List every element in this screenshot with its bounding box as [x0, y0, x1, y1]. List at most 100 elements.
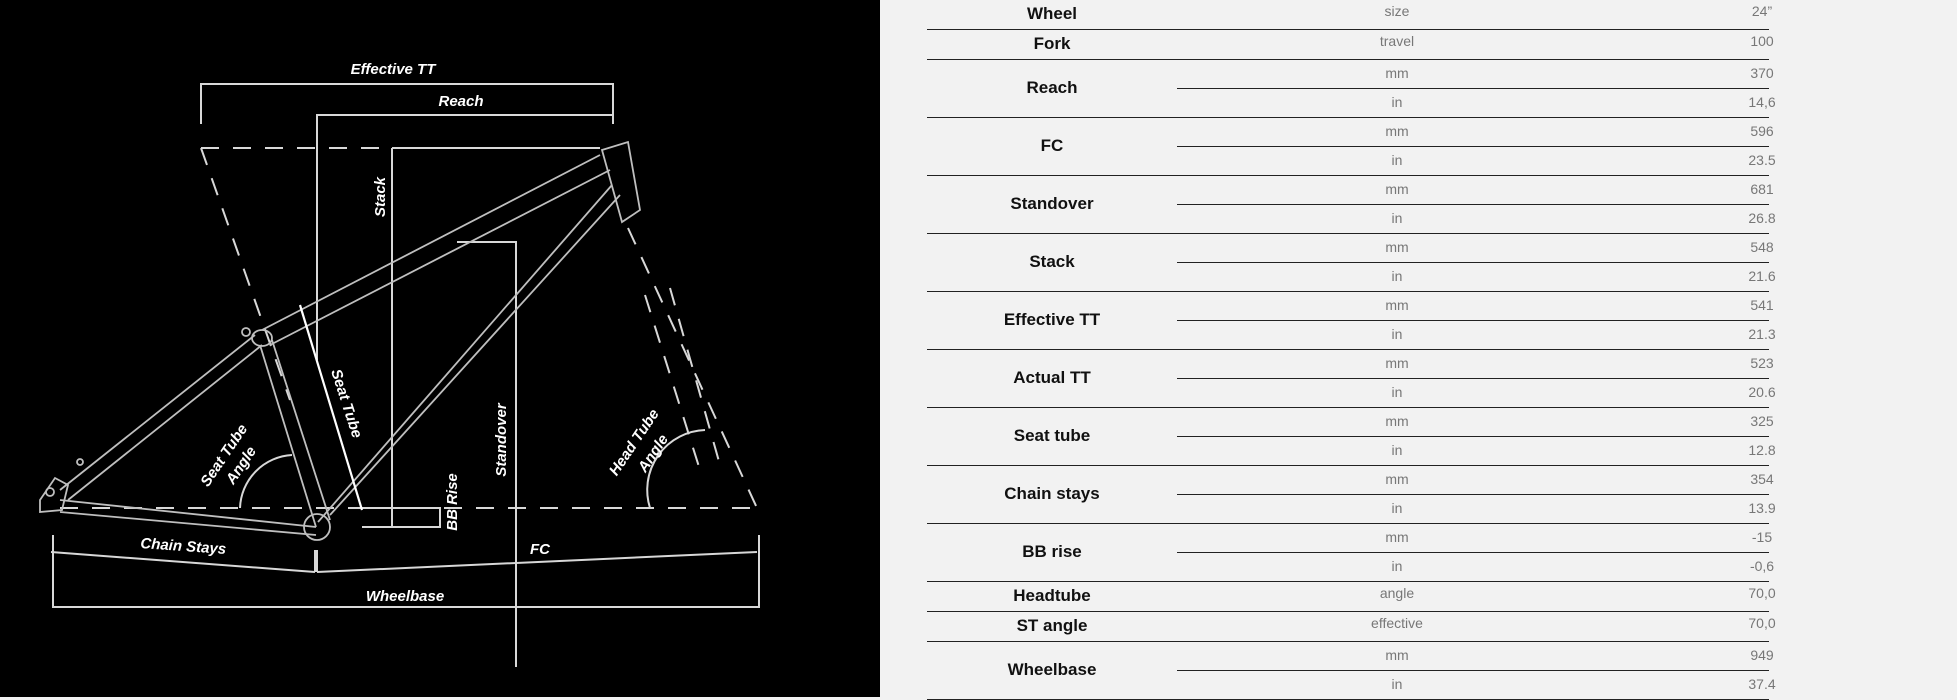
- row-value: 37.4: [1748, 676, 1776, 692]
- row-value: 370: [1750, 65, 1774, 81]
- label-stack: Stack: [372, 176, 389, 217]
- row-label: Reach: [1026, 78, 1078, 97]
- row-unit: in: [1391, 152, 1403, 168]
- top-tube: [261, 154, 601, 331]
- row-value: 100: [1750, 33, 1774, 49]
- table-row: Seat tube mm 325 in 12.8: [927, 408, 1776, 466]
- row-label: BB rise: [1022, 542, 1082, 561]
- chain-stay: [59, 499, 317, 528]
- row-divider: [927, 175, 1769, 176]
- row-label: Headtube: [1013, 586, 1091, 605]
- row-value: 354: [1750, 471, 1774, 487]
- row-unit: in: [1391, 442, 1403, 458]
- row-unit: in: [1391, 558, 1403, 574]
- row-unit: size: [1384, 3, 1410, 19]
- seat-stay: [59, 334, 256, 491]
- label-fc: FC: [530, 541, 551, 558]
- row-value: 949: [1750, 647, 1774, 663]
- label-bb-rise: BB Rise: [444, 473, 461, 531]
- standover-dimension: [457, 241, 517, 667]
- row-value: 12.8: [1748, 442, 1776, 458]
- row-inner-divider: [1177, 494, 1769, 495]
- rear-axle: [45, 487, 55, 497]
- row-inner-divider: [1177, 378, 1769, 379]
- seat-stay-lower: [67, 344, 263, 501]
- bottom-bracket: [303, 513, 331, 541]
- row-value: 523: [1750, 355, 1774, 371]
- row-label: Seat tube: [1013, 426, 1091, 445]
- label-reach: Reach: [438, 93, 483, 110]
- row-divider: [927, 523, 1769, 524]
- head-tube-angle-arc: [646, 429, 706, 509]
- row-inner-divider: [1177, 552, 1769, 553]
- row-inner-divider: [1177, 146, 1769, 147]
- row-divider: [927, 59, 1769, 60]
- row-value: 70,0: [1748, 615, 1776, 631]
- row-value: 70,0: [1748, 585, 1776, 601]
- chain-stay-lower: [59, 511, 317, 536]
- row-value: 596: [1750, 123, 1774, 139]
- row-label: Fork: [1033, 34, 1071, 53]
- row-unit: in: [1391, 500, 1403, 516]
- row-unit: effective: [1371, 615, 1423, 631]
- seat-tube-measure: [298, 304, 364, 511]
- row-value: 325: [1750, 413, 1774, 429]
- label-wheelbase: Wheelbase: [366, 588, 444, 605]
- label-effective-tt: Effective TT: [351, 61, 438, 78]
- row-unit: mm: [1385, 647, 1409, 663]
- seat-tube: [259, 344, 317, 528]
- row-unit: mm: [1385, 413, 1409, 429]
- row-value: 21.3: [1748, 326, 1776, 342]
- row-value: 681: [1750, 181, 1774, 197]
- row-value: 13.9: [1748, 500, 1776, 516]
- row-label: Standover: [1010, 194, 1094, 213]
- row-unit: mm: [1385, 123, 1409, 139]
- row-divider: [927, 611, 1769, 612]
- construction-lines: [60, 147, 758, 509]
- label-seat-tube: Seat Tube: [327, 367, 365, 440]
- fc-dimension: [316, 550, 758, 573]
- row-unit: travel: [1379, 33, 1415, 49]
- row-value: 21.6: [1748, 268, 1776, 284]
- row-divider: [927, 641, 1769, 642]
- table-row: ST angle effective 70,0: [927, 612, 1776, 642]
- row-value: 14,6: [1748, 94, 1776, 110]
- chain-stays-dimension: [50, 550, 316, 573]
- reach-dimension: [316, 114, 614, 360]
- top-tube-lower: [269, 169, 611, 346]
- row-inner-divider: [1177, 670, 1769, 671]
- row-label: Actual TT: [1013, 368, 1091, 387]
- seat-tube-inner: [271, 339, 331, 521]
- row-label: Chain stays: [1004, 484, 1100, 503]
- effective-tt-dimension: [200, 83, 614, 124]
- row-divider: [927, 291, 1769, 292]
- row-divider: [927, 29, 1769, 30]
- row-label: FC: [1040, 136, 1064, 155]
- row-unit: in: [1391, 326, 1403, 342]
- row-unit: in: [1391, 268, 1403, 284]
- row-divider: [927, 233, 1769, 234]
- row-value: -0,6: [1749, 558, 1775, 574]
- wheelbase-dimension: [52, 535, 760, 608]
- row-label: Effective TT: [1003, 310, 1101, 329]
- brake-mount: [76, 458, 84, 466]
- row-inner-divider: [1177, 436, 1769, 437]
- geometry-diagram: Effective TT Reach Stack Seat Tube Stand…: [0, 0, 880, 697]
- row-inner-divider: [1177, 320, 1769, 321]
- row-value: 541: [1750, 297, 1774, 313]
- row-label: ST angle: [1016, 616, 1088, 635]
- row-unit: in: [1391, 676, 1403, 692]
- row-label: Wheel: [1026, 4, 1078, 23]
- row-label: Stack: [1029, 252, 1075, 271]
- table-row: Fork travel 100: [927, 30, 1774, 60]
- bike-frame: [39, 140, 641, 541]
